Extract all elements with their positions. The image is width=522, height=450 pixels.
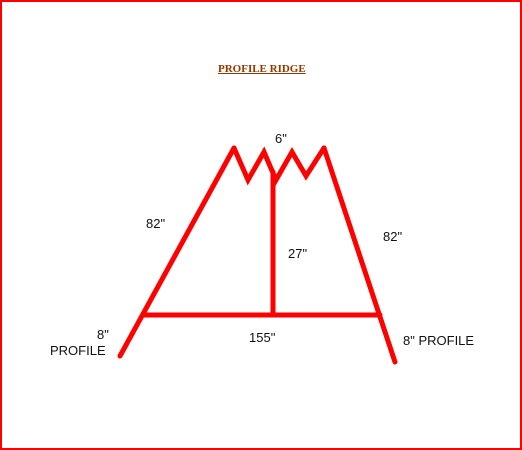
right-rafter-line	[321, 145, 398, 365]
height-label: 27"	[288, 246, 308, 261]
ridge-zigzag-line	[231, 145, 327, 186]
right-profile-label: 8" PROFILE	[403, 333, 475, 348]
left-rafter-line	[117, 145, 237, 359]
left-profile-size-label: 8"	[97, 327, 109, 342]
top-width-label: 6"	[275, 131, 287, 146]
diagram-title: PROFILE RIDGE	[218, 63, 306, 75]
base-length-label: 155"	[249, 330, 276, 345]
right-side-length-label: 82"	[383, 229, 403, 244]
left-side-length-label: 82"	[146, 216, 166, 231]
left-profile-word-label: PROFILE	[50, 343, 106, 358]
